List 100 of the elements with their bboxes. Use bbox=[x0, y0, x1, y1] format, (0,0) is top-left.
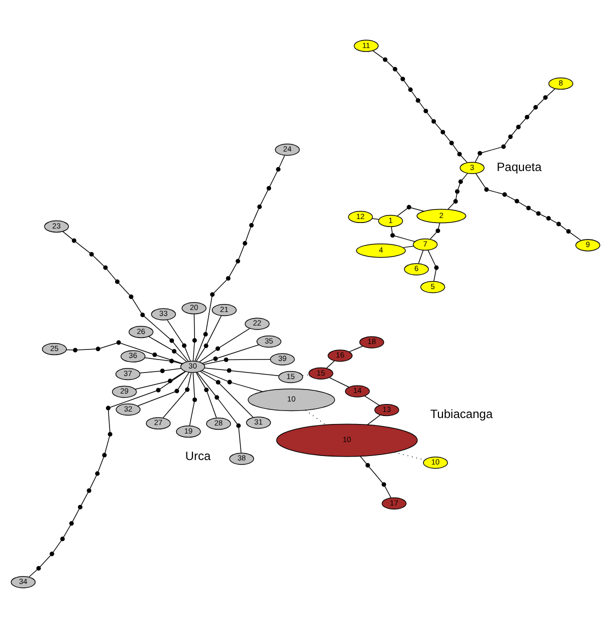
connector bbox=[217, 344, 260, 358]
connector bbox=[196, 372, 216, 396]
connector bbox=[202, 370, 228, 382]
connector bbox=[192, 372, 195, 398]
connector bbox=[134, 381, 168, 390]
connector bbox=[238, 244, 245, 260]
node-circle bbox=[458, 179, 463, 184]
node-circle bbox=[276, 167, 281, 172]
node-circle bbox=[115, 279, 120, 284]
node-ellipse: 17 bbox=[382, 497, 407, 510]
connector bbox=[137, 391, 176, 406]
connector bbox=[433, 269, 436, 282]
connector bbox=[540, 214, 548, 218]
node-circle bbox=[60, 536, 65, 542]
connector bbox=[164, 368, 182, 372]
node-circle bbox=[204, 344, 208, 348]
node-circle bbox=[457, 152, 462, 156]
connector bbox=[110, 390, 157, 408]
node-circle bbox=[382, 482, 386, 487]
connector bbox=[368, 466, 383, 484]
connector bbox=[426, 112, 433, 120]
connector bbox=[418, 250, 424, 264]
node-circle bbox=[556, 222, 561, 226]
node-circle bbox=[266, 186, 272, 190]
connector bbox=[204, 368, 228, 371]
node-circle bbox=[546, 216, 551, 221]
connector bbox=[120, 342, 154, 354]
connector bbox=[72, 508, 80, 522]
node-ellipse: 33 bbox=[151, 308, 176, 320]
label: Paqueta bbox=[496, 160, 542, 174]
connector bbox=[204, 360, 224, 365]
connector bbox=[108, 410, 110, 433]
node-circle bbox=[533, 105, 538, 110]
connector bbox=[530, 208, 537, 213]
connector bbox=[550, 218, 558, 224]
connector bbox=[144, 357, 170, 362]
node-circle bbox=[214, 395, 220, 400]
connector bbox=[536, 98, 544, 106]
connector bbox=[511, 128, 518, 136]
node-circle bbox=[236, 258, 240, 264]
connector bbox=[438, 222, 440, 230]
connector bbox=[488, 190, 504, 194]
connector bbox=[519, 118, 526, 126]
node-circle bbox=[156, 388, 161, 392]
connector bbox=[98, 456, 104, 472]
node-circle bbox=[440, 130, 446, 134]
node-circle bbox=[416, 98, 420, 103]
connector bbox=[444, 133, 451, 142]
node-circle bbox=[424, 108, 428, 114]
node-ellipse: 21 bbox=[212, 304, 237, 316]
node-circle bbox=[434, 265, 439, 270]
connector bbox=[196, 347, 206, 362]
connector bbox=[175, 352, 188, 362]
node-circle bbox=[501, 144, 506, 149]
connector bbox=[245, 226, 252, 242]
connector bbox=[206, 316, 222, 344]
node-ellipse: 3 bbox=[460, 162, 485, 174]
node-ellipse: 23 bbox=[44, 220, 69, 233]
connector bbox=[394, 236, 415, 242]
node-circle bbox=[408, 87, 413, 92]
node-circle bbox=[257, 204, 262, 210]
connector bbox=[62, 231, 73, 240]
node-ellipse: 28 bbox=[206, 418, 231, 430]
node-ellipse: 27 bbox=[146, 417, 171, 430]
node-ellipse: 10 bbox=[248, 388, 336, 412]
connector bbox=[460, 155, 468, 163]
node-circle bbox=[192, 338, 197, 343]
node-ellipse: 37 bbox=[115, 368, 140, 380]
connector bbox=[329, 377, 350, 388]
node-circle bbox=[400, 76, 406, 82]
node-circle bbox=[95, 471, 100, 476]
connector bbox=[462, 173, 468, 180]
connector bbox=[196, 372, 206, 388]
node-circle bbox=[192, 398, 197, 402]
node-circle bbox=[169, 358, 174, 364]
node-circle bbox=[543, 95, 548, 100]
node-circle bbox=[210, 292, 215, 297]
connector bbox=[430, 232, 437, 240]
connector bbox=[269, 170, 278, 187]
connector bbox=[63, 524, 71, 538]
connector bbox=[305, 410, 326, 426]
node-ellipse: 11 bbox=[354, 40, 379, 52]
node-circle bbox=[160, 368, 165, 374]
connector bbox=[219, 328, 250, 348]
connector bbox=[348, 346, 363, 352]
node-circle bbox=[140, 312, 145, 318]
connector bbox=[474, 154, 480, 162]
connector bbox=[187, 372, 192, 388]
connector bbox=[140, 370, 161, 374]
node-circle bbox=[108, 432, 112, 437]
connector bbox=[192, 342, 195, 362]
connector bbox=[434, 122, 442, 131]
node-circle bbox=[216, 380, 220, 385]
connector bbox=[76, 348, 96, 350]
node-ellipse: 24 bbox=[274, 144, 300, 156]
node-circle bbox=[226, 276, 230, 281]
node-ellipse: 38 bbox=[229, 452, 254, 465]
node-circle bbox=[128, 294, 134, 299]
node-circle bbox=[185, 387, 190, 392]
connector bbox=[252, 208, 260, 224]
